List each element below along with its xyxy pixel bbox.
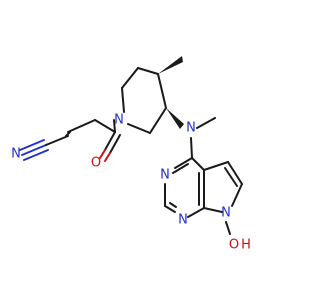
n-to-oh — [225, 221, 231, 235]
pyrimidine-ring — [164, 157, 205, 218]
pyrrole-n7-c7a — [203, 207, 223, 213]
ring-bond-c2-c3 — [121, 67, 139, 89]
piperidine-n-label: N — [114, 113, 124, 128]
pyrrole-c5-c6-double — [224, 167, 238, 187]
hydroxyl-h-label: H — [241, 238, 251, 253]
ring-bond-c5-c6 — [149, 107, 167, 134]
pyrimidine-n3-label: N — [160, 168, 170, 183]
ring-bond-c6-n — [127, 123, 151, 134]
ring-bond-c4-c5 — [157, 73, 167, 109]
carbonyl-o-label: O — [91, 156, 101, 171]
amine-to-methyl — [196, 117, 216, 129]
carbonyl-group — [99, 119, 121, 162]
hydroxyl-o-label: O — [229, 238, 239, 253]
pyrimidine-n1-label: N — [178, 213, 188, 228]
triple-bond-b — [19, 139, 45, 151]
pyrrole-ring — [203, 161, 243, 213]
ch2-to-carbonyl — [94, 119, 116, 133]
amine-n-label: N — [186, 121, 196, 136]
ring-bond-n-c2 — [121, 87, 125, 113]
pyr-n1-c7a — [187, 207, 205, 218]
amine-to-pyrimidine — [190, 137, 193, 159]
ch2-to-nitrile-carbon — [67, 119, 96, 133]
triple-bond-carbon-part — [45, 135, 69, 146]
pyrrole-c5-c6 — [227, 161, 243, 185]
pyrrole-c4a-c5 — [203, 161, 229, 171]
methyl-wedge — [158, 56, 183, 74]
pyr-c4a-c4 — [191, 157, 205, 171]
triple-bond-c — [23, 149, 49, 161]
piperidine-ring — [121, 67, 167, 134]
triple-bond-carbon-part-2 — [65, 131, 71, 137]
pyr-c4-n3 — [174, 157, 193, 169]
carbonyl-to-o-b — [104, 152, 111, 162]
pyr-c2-n1-double — [169, 202, 177, 208]
nitrile-group — [19, 119, 116, 161]
carbonyl-double-bond-2 — [109, 134, 121, 154]
pyrrole-c6-n7 — [231, 183, 243, 207]
carbonyl-to-piperidine-n — [113, 119, 116, 133]
molecule-structure: N O N N N N N O H — [11, 56, 251, 253]
amine-wedge — [166, 108, 184, 129]
carbonyl-double-bond-1 — [104, 131, 116, 151]
pyrrole-n-label: N — [221, 206, 231, 221]
triple-bond-a — [21, 144, 47, 156]
pyr-c4-n3-double — [172, 163, 189, 174]
carbonyl-to-o-a — [99, 149, 106, 159]
pyr-c2-n1 — [164, 205, 176, 213]
ring-bond-c3-c4 — [137, 67, 159, 75]
nitrile-n-label: N — [11, 147, 21, 162]
